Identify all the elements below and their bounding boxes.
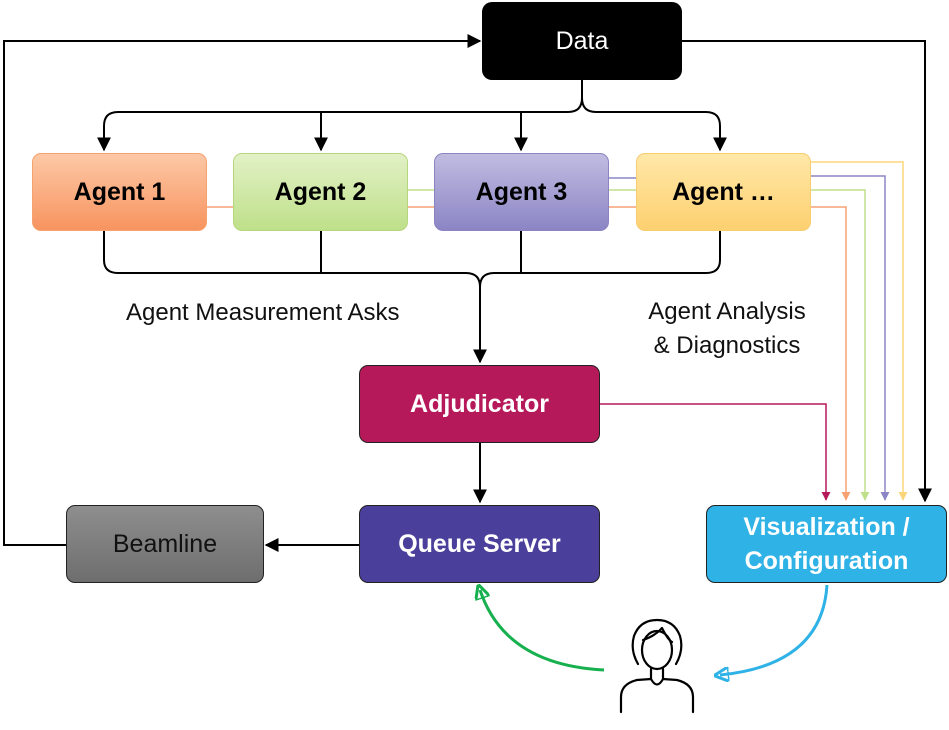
agent-analysis-arrow-purple [811, 175, 890, 501]
visualization-to-human-arrow [720, 584, 829, 675]
person-icon [619, 618, 695, 714]
beamline-node: Beamline [66, 505, 264, 583]
agents-to-adjudicator-brace [103, 231, 487, 364]
data-node: Data [482, 2, 682, 80]
analysis-diagnostics-label: Agent Analysis & Diagnostics [648, 298, 806, 359]
adjudicator-to-visualization-arrow [600, 403, 831, 501]
agent-3-node: Agent 3 [434, 153, 609, 231]
agent-analysis-arrow-yellow [811, 161, 908, 501]
data-to-agents-brace [97, 80, 583, 152]
agent-analysis-arrow-orange [811, 206, 851, 501]
visualization-configuration-node: Visualization / Configuration [706, 505, 947, 583]
human-to-queue-arrow [480, 590, 605, 672]
measurement-asks-label: Agent Measurement Asks [126, 299, 400, 326]
agent-1-node: Agent 1 [32, 153, 207, 231]
adjudicator-node: Adjudicator [359, 365, 600, 443]
data-to-visualization-arrow [682, 40, 932, 503]
beamline-to-data-arrow [3, 34, 482, 546]
agent-n-node: Agent … [636, 153, 811, 231]
queue-server-node: Queue Server [359, 505, 600, 583]
agent-analysis-arrow-green [811, 189, 870, 501]
agent-2-node: Agent 2 [233, 153, 408, 231]
